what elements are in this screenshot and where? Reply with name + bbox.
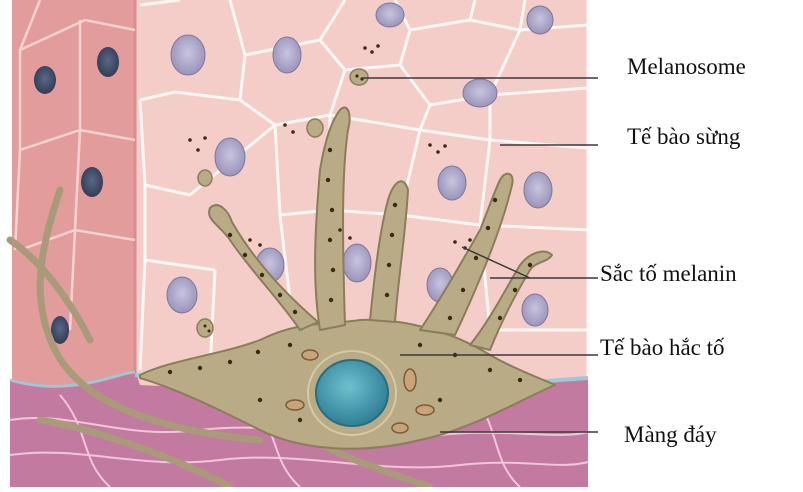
label-melanin-pigment: Sắc tố melanin — [600, 261, 737, 287]
label-melanocyte: Tế bào hắc tố — [600, 335, 725, 361]
label-basement-membrane: Màng đáy — [624, 422, 717, 448]
melanocyte-nucleus — [316, 360, 388, 426]
label-melanosome: Melanosome — [627, 54, 746, 80]
label-keratinocyte: Tế bào sừng — [627, 124, 740, 150]
